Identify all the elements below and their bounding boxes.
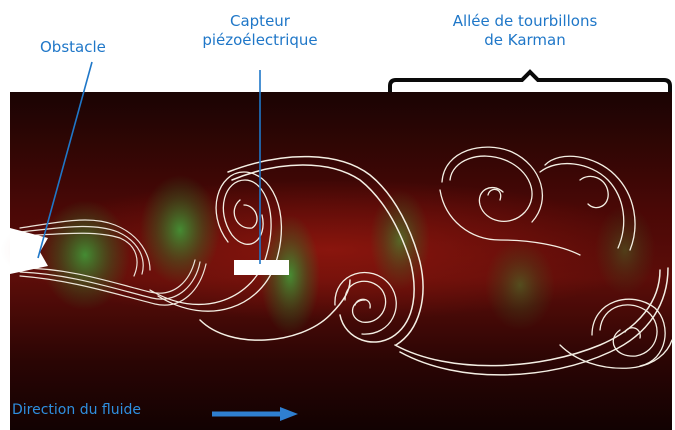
piezo-sensor — [234, 260, 289, 275]
sensor-label-line2: piézoélectrique — [185, 31, 335, 50]
vortex-street-label-line1: Allée de tourbillons — [420, 12, 630, 31]
vortex-street-bracket — [390, 72, 670, 92]
sensor-label: Capteur piézoélectrique — [185, 12, 335, 50]
flow-direction-label: Direction du fluide — [12, 401, 141, 419]
obstacle-label: Obstacle — [40, 38, 106, 57]
vortex-street-label: Allée de tourbillons de Karman — [420, 12, 630, 50]
vortex-street-label-line2: de Karman — [420, 31, 630, 50]
sensor-label-line1: Capteur — [185, 12, 335, 31]
